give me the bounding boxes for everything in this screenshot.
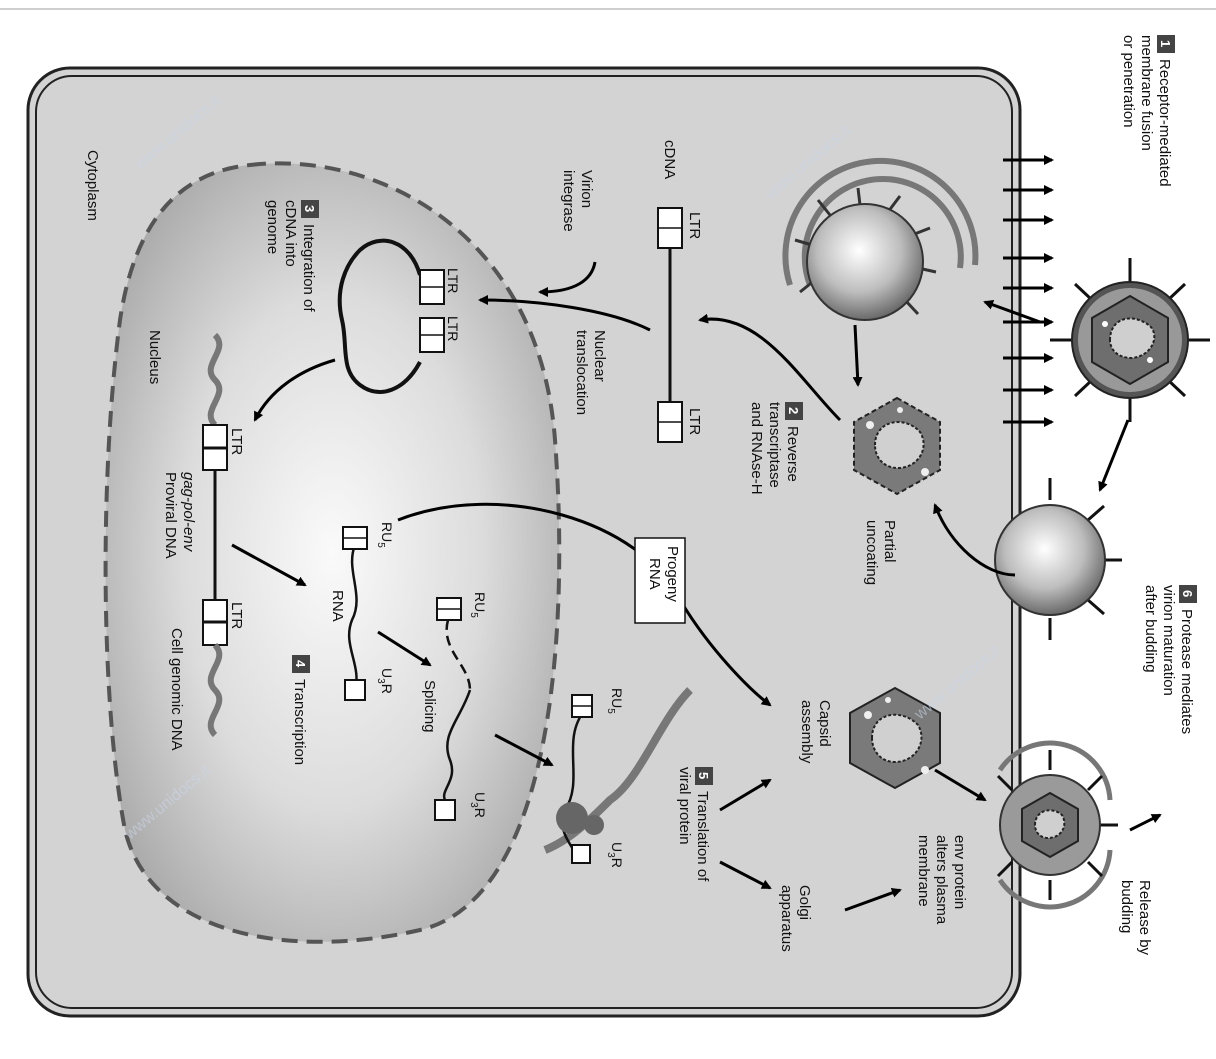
partial-uncoating-label: Partial uncoating <box>863 520 898 585</box>
step-2-badge <box>785 402 803 420</box>
step-2: 2 Reverse transcriptase and RNAse-H <box>748 402 803 495</box>
rna-u3r-label: U3R <box>375 668 395 694</box>
step-3-number: 3 <box>302 205 317 212</box>
step-5-number: 5 <box>696 772 711 779</box>
arrow-entry <box>983 300 1041 324</box>
circle-ltr-2: LTR <box>445 316 461 341</box>
step-5: 5 Translation of viral protein <box>676 767 713 882</box>
env-protein-label: env protein alters plasma membrane <box>915 835 968 928</box>
step-6-line3: after budding <box>1142 585 1159 673</box>
step-2-line2: transcriptase <box>766 402 783 488</box>
rna-label: RNA <box>329 590 346 622</box>
cdna-ltr-bottom: LTR <box>686 408 703 435</box>
step-1-number: 1 <box>1158 40 1173 47</box>
step-2-line1: Reverse <box>784 426 801 482</box>
spliced-rna <box>434 597 472 821</box>
step-5-line2: viral protein <box>676 767 693 845</box>
surface-receptors <box>1003 155 1054 427</box>
arrow-to-golgi <box>719 860 772 890</box>
provirus-ltr-top: LTR <box>228 428 245 455</box>
cell-genomic-dna-label: Cell genomic DNA <box>168 628 185 751</box>
arrow-to-budding <box>934 768 987 802</box>
provirus-ltr-bottom: LTR <box>228 602 245 629</box>
arrow-golgi-to-membrane <box>844 888 902 912</box>
arrow-to-provirus <box>253 358 336 422</box>
step-1-line1: Receptor-mediated <box>1156 59 1173 187</box>
rna-ru5-label: RU5 <box>375 522 395 548</box>
arrow-release <box>1129 813 1162 832</box>
step-1-badge <box>1157 35 1175 53</box>
uncoating-capsid <box>853 396 941 496</box>
virion-integrase-label: Virion integrase <box>560 170 595 232</box>
step-6-line2: virion maturation <box>1160 585 1177 696</box>
translation-complex <box>543 687 693 864</box>
cdna-molecule <box>657 207 683 443</box>
arrow-integrase <box>538 261 597 297</box>
step-4-number: 4 <box>293 660 308 668</box>
cytoplasm-label: Cytoplasm <box>84 150 101 221</box>
proviral-dna-label: Proviral DNA <box>162 472 179 559</box>
step-5-badge <box>695 767 713 785</box>
cdna-label: cDNA <box>661 140 678 179</box>
progeny-rna-box <box>634 537 686 624</box>
translation-u3r-label: U3R <box>605 842 625 868</box>
step-3-line3: genome <box>264 200 281 254</box>
step-1-line2: membrane fusion <box>1138 35 1155 151</box>
step-6-badge <box>1179 585 1197 603</box>
arrow-mature-to-uncoating <box>933 503 1016 577</box>
step-2-line3: and RNAse-H <box>748 402 765 495</box>
proviral-dna <box>202 332 228 738</box>
mature-virion <box>994 478 1122 640</box>
arrow-splicing <box>377 630 432 667</box>
translation-ru5-label: RU5 <box>605 688 625 714</box>
arrow-to-rna <box>231 543 307 587</box>
capsid-assembly-label: Capsid assembly <box>798 700 833 764</box>
step-6-number: 6 <box>1180 590 1195 597</box>
incoming-virion <box>1050 258 1210 422</box>
circle-ltr-1: LTR <box>445 268 461 293</box>
arrow-to-mature <box>1098 419 1130 492</box>
step-3-line2: cDNA into <box>282 200 299 267</box>
integration-circle <box>337 238 445 394</box>
arrow-nuclear-translocation <box>478 295 651 332</box>
step-4-badge <box>292 655 310 673</box>
budding-virion <box>996 740 1118 910</box>
step-3: 3 Integration of cDNA into genome <box>264 200 319 312</box>
cdna-ltr-top: LTR <box>686 212 703 239</box>
arrow-to-uncoating <box>852 324 863 387</box>
rna-transcript <box>342 526 368 701</box>
arrow-to-capsid <box>719 778 772 812</box>
release-label: Release by budding <box>1118 880 1153 959</box>
endosome-virion <box>782 157 979 321</box>
step-3-line1: Integration of <box>300 224 317 312</box>
step-1-line3: or penetration <box>1120 35 1137 128</box>
arrow-uncoating-to-cdna <box>698 313 842 422</box>
assembled-capsid <box>849 686 941 790</box>
step-3-badge <box>301 200 319 218</box>
splicing-label: Splicing <box>421 680 438 733</box>
nucleus-label: Nucleus <box>146 330 163 384</box>
arrow-to-translation <box>494 733 554 767</box>
step-4: 4 Transcription <box>291 655 310 765</box>
gag-pol-env-label: gag-pol-env <box>180 472 197 553</box>
spliced-u3r-label: U3R <box>468 792 488 818</box>
spliced-ru5-label: RU5 <box>468 592 488 618</box>
step-6: 6 Protease mediates virion maturation af… <box>1142 585 1197 734</box>
step-5-line1: Translation of <box>694 791 711 882</box>
step-6-line1: Protease mediates <box>1178 609 1195 734</box>
nucleus <box>103 161 562 944</box>
step-1: 1 Receptor-mediated membrane fusion or p… <box>1120 35 1175 187</box>
step-4-line1: Transcription <box>291 679 308 765</box>
nuclear-translocation-label: Nuclear translocation <box>573 330 608 415</box>
progeny-rna-label: Progeny RNA <box>646 546 681 606</box>
step-2-number: 2 <box>786 407 801 414</box>
golgi-label: Golgi apparatus <box>778 885 813 952</box>
